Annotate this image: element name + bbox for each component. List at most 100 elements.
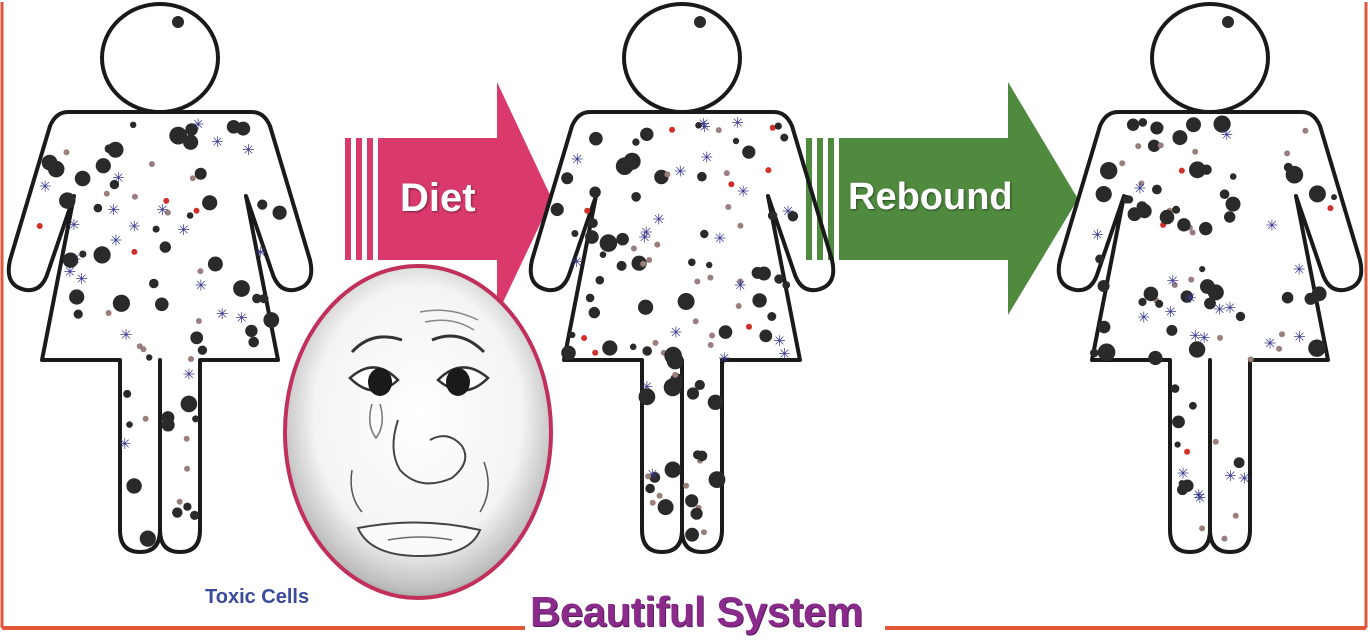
- toxic-cell: [1139, 118, 1148, 127]
- toxic-cell: [561, 172, 573, 184]
- toxic-cell: ✳: [1137, 308, 1150, 326]
- toxic-cell: [1096, 186, 1112, 202]
- toxic-cell: ✳: [1224, 299, 1237, 317]
- toxic-cell: ✳: [1266, 217, 1279, 235]
- toxic-cell: [1309, 185, 1326, 202]
- toxic-cell: [630, 344, 637, 351]
- toxic-cell: ✳: [674, 163, 687, 181]
- toxic-cell: ✳: [652, 211, 665, 229]
- toxic-cell: [736, 303, 742, 309]
- toxic-cell: [1220, 189, 1230, 199]
- toxic-cell: [617, 261, 627, 271]
- toxic-cell: [697, 451, 708, 462]
- toxic-cell: ✳: [110, 232, 123, 250]
- toxic-cell: ✳: [1091, 226, 1104, 244]
- toxic-cell: [694, 279, 700, 285]
- toxic-cell: [1284, 163, 1293, 172]
- toxic-cell: [1190, 230, 1196, 236]
- toxic-cell: [1184, 449, 1190, 455]
- toxic-cell: ✳: [1293, 261, 1306, 279]
- toxic-cell: [640, 261, 646, 267]
- toxic-cell: [780, 134, 788, 142]
- toxic-cell: [236, 122, 250, 136]
- toxic-cell: [665, 462, 681, 478]
- toxic-cell: [561, 346, 576, 361]
- toxic-cell: [1090, 349, 1099, 358]
- toxic-cell: [248, 337, 259, 348]
- toxic-cell: ✳: [118, 435, 131, 453]
- toxic-cell: [1179, 168, 1185, 174]
- toxic-cell: [1282, 292, 1294, 304]
- toxic-cell: [160, 241, 171, 252]
- toxic-cell: [746, 324, 752, 330]
- toxic-cell: [1233, 513, 1239, 519]
- toxic-cell: [113, 295, 130, 312]
- toxic-cell: [1222, 536, 1228, 542]
- toxic-cell: [161, 411, 174, 424]
- toxic-cell: [146, 354, 152, 360]
- toxic-cell: [1137, 201, 1148, 212]
- toxic-cell: [1201, 165, 1211, 175]
- toxic-cell: [184, 466, 190, 472]
- toxic-cell: [1213, 439, 1219, 445]
- toxic-cell: [768, 211, 777, 220]
- toxic-cell: [259, 294, 268, 303]
- toxic-cell: [788, 211, 798, 221]
- toxic-cell: [639, 388, 656, 405]
- toxic-cell: ✳: [714, 230, 727, 248]
- toxic-cell: [664, 171, 670, 177]
- toxic-cell: [273, 206, 287, 220]
- toxic-cell: [263, 312, 279, 328]
- toxic-cells-legend: Toxic Cells: [205, 586, 309, 609]
- toxic-cell: [728, 181, 734, 187]
- toxic-cell: [233, 280, 250, 297]
- toxic-cell: [181, 396, 198, 413]
- toxic-cell: [183, 135, 198, 150]
- toxic-cell: [706, 262, 712, 268]
- diet-arrow-label: Diet: [400, 176, 476, 221]
- toxic-cell: [1127, 119, 1139, 131]
- toxic-cell: [632, 138, 639, 145]
- toxic-cell: ✳: [571, 151, 584, 169]
- toxic-cell: [589, 307, 600, 318]
- toxic-cell: [774, 274, 783, 283]
- toxic-cell: ✳: [75, 270, 88, 288]
- toxic-cell: [767, 312, 776, 321]
- toxic-cell: ✳: [731, 114, 744, 132]
- toxic-cell: [631, 192, 641, 202]
- toxic-cell: [192, 415, 199, 422]
- toxic-cell: ✳: [1192, 486, 1205, 504]
- toxic-cell: [1199, 266, 1205, 272]
- toxic-cell: [123, 390, 131, 398]
- toxic-cell: ✳: [1164, 303, 1177, 321]
- toxic-cell: ✳: [1224, 467, 1237, 485]
- toxic-cell: [733, 138, 739, 144]
- toxic-cell: ✳: [156, 201, 169, 219]
- figure-head: [1152, 4, 1268, 112]
- toxic-cell: ✳: [120, 326, 133, 344]
- toxic-cell: [571, 230, 578, 237]
- toxic-cell: [685, 494, 698, 507]
- toxic-cell: [149, 161, 155, 167]
- toxic-cell: [1122, 195, 1131, 204]
- toxic-cell: [1095, 255, 1104, 264]
- toxic-cell: [1119, 160, 1125, 166]
- toxic-cell: [708, 395, 723, 410]
- toxic-cell: [143, 416, 149, 422]
- figure-head: [102, 4, 218, 112]
- toxic-cell: ✳: [1264, 334, 1277, 352]
- toxic-cell: [1222, 16, 1234, 28]
- toxic-cell: [1175, 442, 1181, 448]
- toxic-cell: [646, 257, 652, 263]
- toxic-cell: [700, 230, 708, 238]
- toxic-cell: [1276, 346, 1282, 352]
- toxic-cell: [1138, 298, 1146, 306]
- toxic-cell: ✳: [128, 218, 141, 236]
- toxic-cell: [130, 122, 136, 128]
- toxic-cell: [190, 175, 196, 181]
- toxic-cell: [1279, 331, 1285, 337]
- toxic-cell: ✳: [1293, 328, 1306, 346]
- rebound-arrow-label: Rebound: [848, 176, 1013, 219]
- toxic-cell: [149, 279, 159, 289]
- toxic-cell: [137, 343, 143, 349]
